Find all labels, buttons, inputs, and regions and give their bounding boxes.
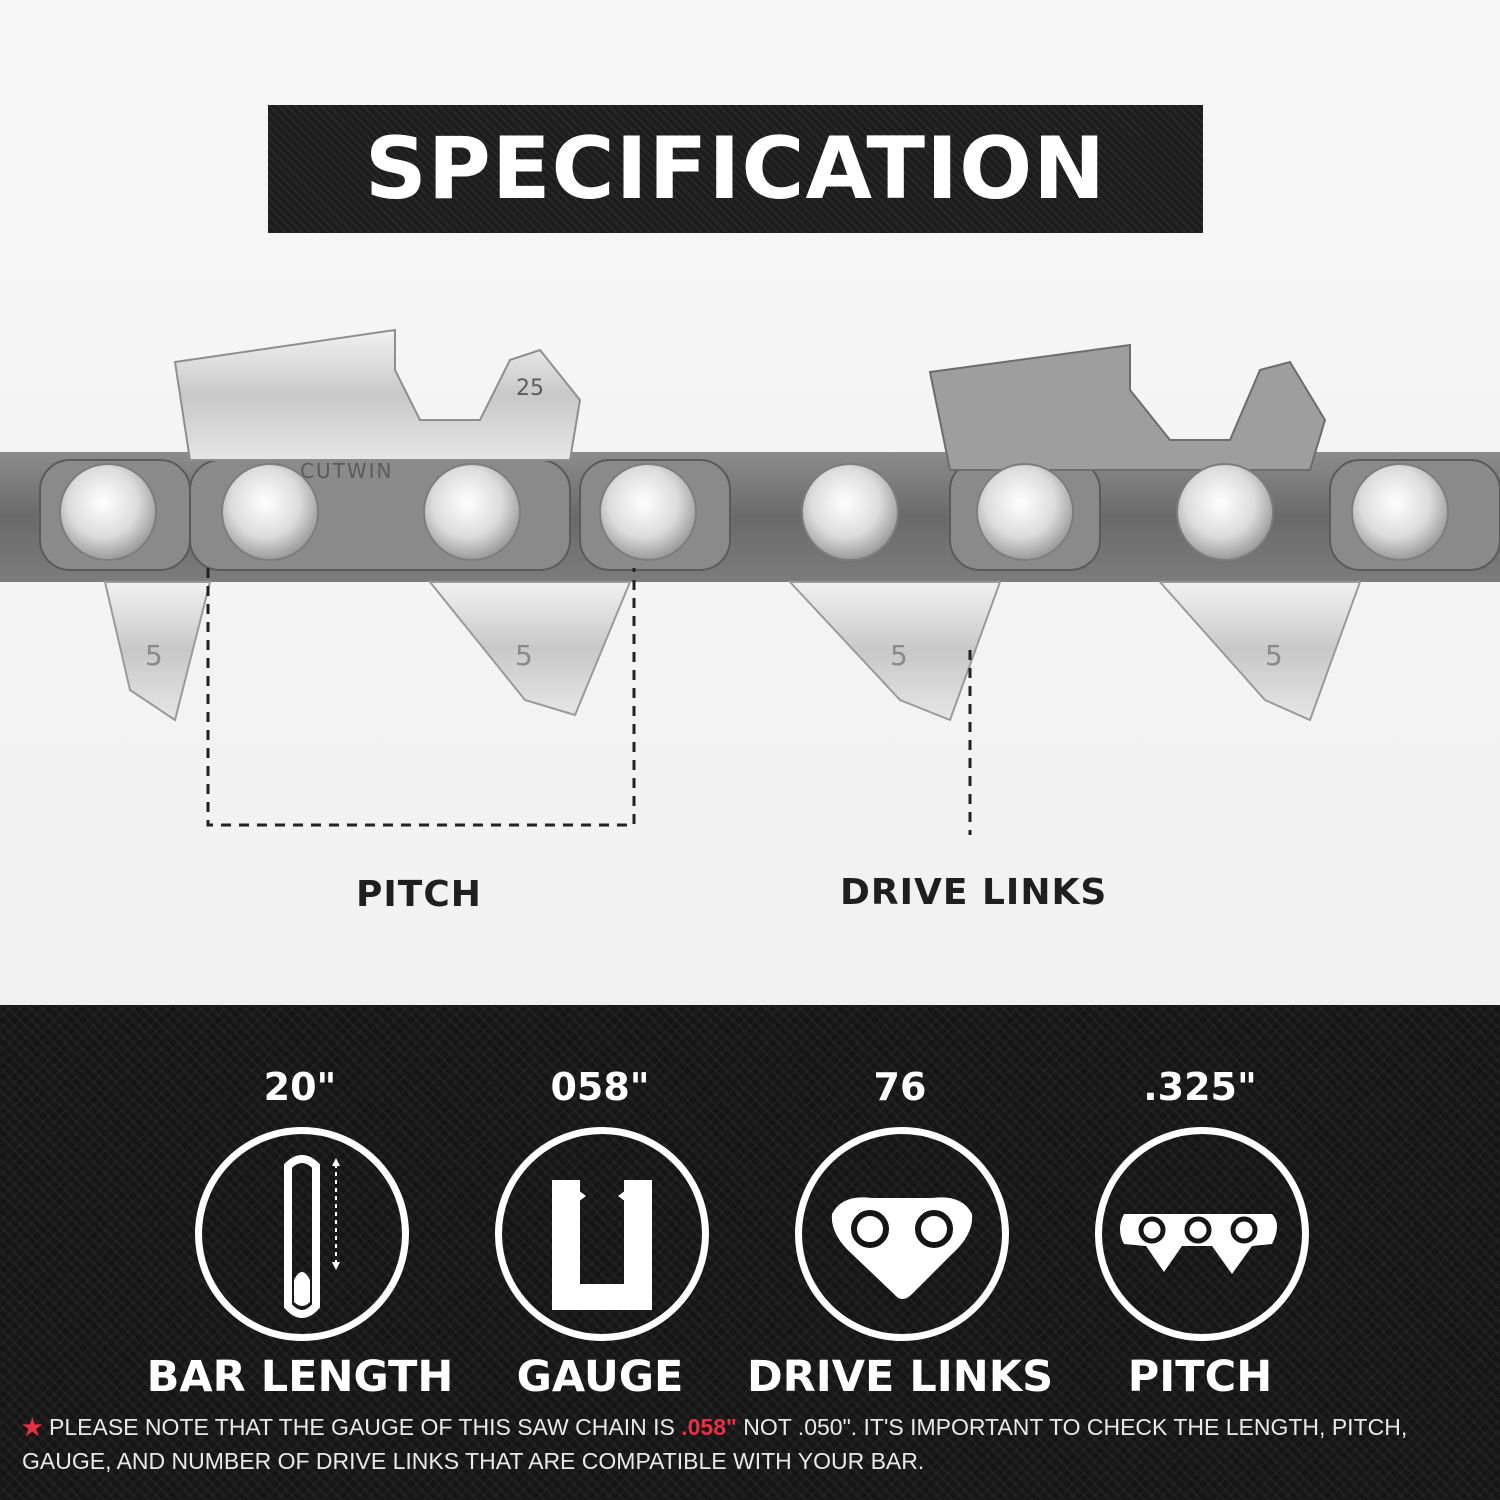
bar-length-icon — [284, 1155, 340, 1318]
note-text-before: PLEASE NOTE THAT THE GAUGE OF THIS SAW C… — [49, 1414, 682, 1440]
spec-value: 20" — [263, 1065, 337, 1109]
spec-panel: 20" BAR LENGTH 058" GAUGE 76 — [0, 1005, 1500, 1500]
spec-label: GAUGE — [516, 1352, 684, 1402]
drive-links-callout-label: DRIVE LINKS — [840, 872, 1108, 913]
pitch-callout-label: PITCH — [356, 874, 482, 915]
spec-value: 058" — [550, 1065, 650, 1109]
note-star-icon: ★ — [22, 1414, 43, 1440]
spec-pitch: .325" PITCH — [1050, 1005, 1350, 1425]
pitch-callout-bracket — [206, 568, 636, 827]
page-title: SPECIFICATION — [364, 119, 1107, 219]
link-number-3: 5 — [890, 639, 908, 672]
spec-bar-length: 20" BAR LENGTH — [147, 1005, 454, 1425]
spec-circle — [195, 1127, 409, 1341]
spec-value: 76 — [873, 1065, 927, 1109]
title-banner: SPECIFICATION — [268, 105, 1203, 233]
spec-label: PITCH — [1127, 1352, 1273, 1402]
note-highlight: .058" — [681, 1414, 737, 1440]
rivets — [59, 463, 1449, 561]
spec-value: .325" — [1143, 1065, 1257, 1109]
spec-circle — [795, 1127, 1009, 1341]
spec-drive-links: 76 DRIVE LINKS — [747, 1005, 1053, 1425]
pitch-chain-icon — [1120, 1214, 1277, 1274]
brand-engraving: CUTWIN — [300, 459, 393, 483]
spec-label: DRIVE LINKS — [746, 1352, 1054, 1402]
link-number-4: 5 — [1265, 639, 1283, 672]
drive-link-icon — [831, 1197, 973, 1299]
cutter-tooth-2 — [928, 343, 1327, 471]
drive-link-teeth — [103, 581, 1362, 722]
link-number-1: 5 — [145, 639, 163, 672]
spec-circle — [495, 1127, 709, 1341]
link-number-2: 5 — [515, 639, 533, 672]
spec-gauge: 058" GAUGE — [450, 1005, 750, 1425]
compatibility-note: ★ PLEASE NOTE THAT THE GAUGE OF THIS SAW… — [22, 1410, 1482, 1478]
note-text-after: NOT .050". IT'S IMPORTANT TO CHECK THE L… — [22, 1414, 1408, 1474]
cutter-number-engraving: 25 — [516, 376, 544, 401]
saw-chain-illustration: CUTWIN 25 5 5 5 5 — [0, 328, 1500, 835]
cutter-tooth-1 — [173, 328, 582, 461]
gauge-icon — [552, 1180, 652, 1310]
spec-label: BAR LENGTH — [146, 1352, 454, 1402]
spec-circle — [1095, 1127, 1309, 1341]
